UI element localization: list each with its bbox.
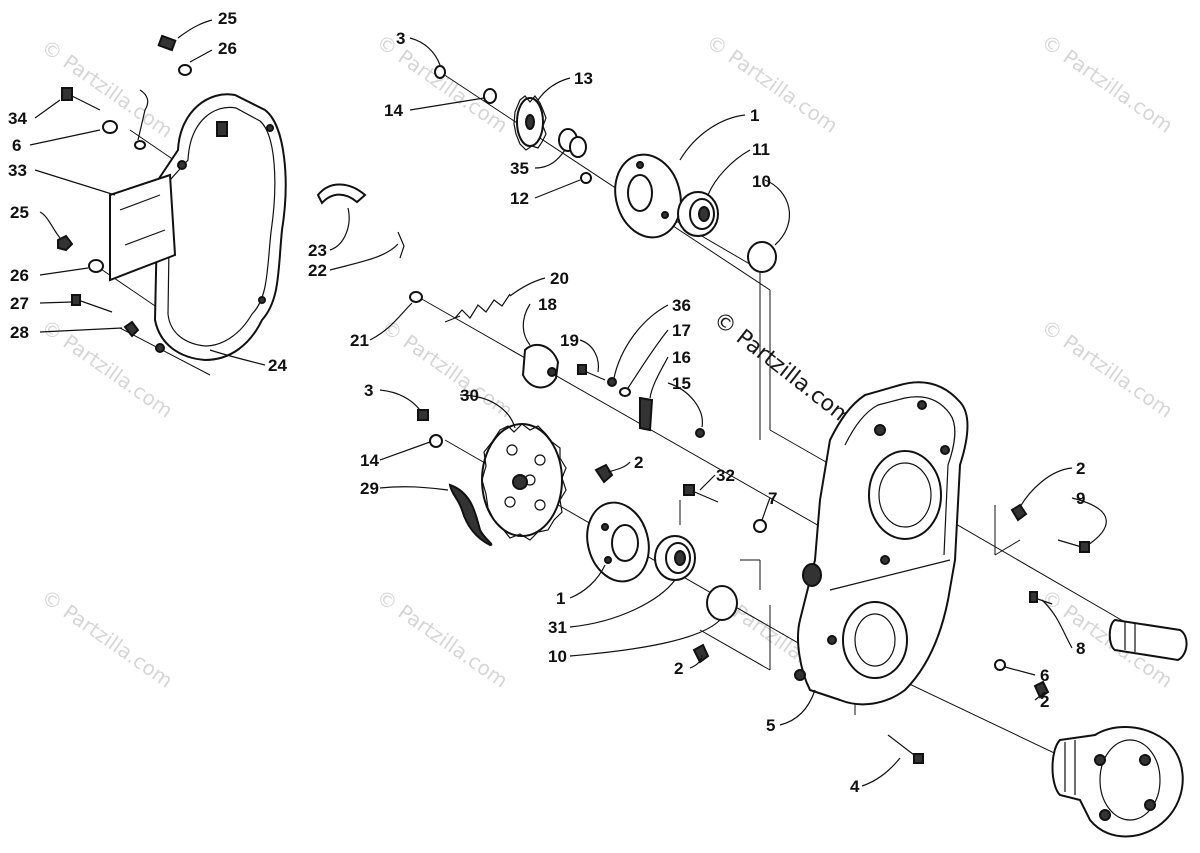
watermark: © Partzilla.com bbox=[377, 314, 517, 422]
nut-2b[interactable] bbox=[692, 643, 710, 664]
watermark: © Partzilla.com bbox=[1037, 29, 1177, 137]
callout-32: 32 bbox=[716, 466, 735, 485]
callout-2: 2 bbox=[1076, 459, 1085, 478]
right-hardware[interactable] bbox=[887, 503, 1090, 764]
callout-20: 20 bbox=[550, 269, 569, 288]
callout-36: 36 bbox=[672, 296, 691, 315]
watermark: © Partzilla.com bbox=[37, 584, 177, 692]
chain-tensioner-block[interactable] bbox=[521, 343, 560, 389]
callout-27: 27 bbox=[10, 294, 29, 313]
callout-18: 18 bbox=[538, 295, 557, 314]
callout-16: 16 bbox=[672, 348, 691, 367]
callout-9: 9 bbox=[1076, 489, 1085, 508]
lower-bolt-washer[interactable] bbox=[417, 409, 443, 448]
callout-2: 2 bbox=[1040, 692, 1049, 711]
callout-26: 26 bbox=[10, 266, 29, 285]
chain-case-cover[interactable] bbox=[153, 93, 287, 362]
callout-31: 31 bbox=[548, 618, 567, 637]
callout-29: 29 bbox=[360, 479, 379, 498]
callout-23: 23 bbox=[308, 241, 327, 260]
callout-6: 6 bbox=[1040, 666, 1049, 685]
callout-1: 1 bbox=[750, 106, 759, 125]
callout-5: 5 bbox=[766, 716, 775, 735]
callout-25: 25 bbox=[10, 203, 29, 222]
callout-28: 28 bbox=[10, 323, 29, 342]
dipstick[interactable] bbox=[137, 89, 149, 141]
upper-snap-ring[interactable] bbox=[747, 241, 777, 273]
callout-3: 3 bbox=[396, 29, 405, 48]
chain-case-housing[interactable] bbox=[794, 381, 969, 706]
callout-2: 2 bbox=[674, 659, 683, 678]
cover-gasket[interactable] bbox=[109, 173, 177, 282]
nut-2a[interactable] bbox=[594, 463, 614, 484]
washer-7[interactable] bbox=[753, 519, 767, 533]
callout-35: 35 bbox=[510, 159, 529, 178]
lower-sprocket[interactable] bbox=[481, 423, 567, 541]
callout-labels: 25 26 34 6 33 25 26 27 28 24 3 14 13 35 … bbox=[8, 9, 1085, 796]
callout-26: 26 bbox=[218, 39, 237, 58]
stud-32[interactable] bbox=[683, 484, 719, 503]
cotter-pin[interactable] bbox=[397, 231, 405, 259]
watermark: © Partzilla.com bbox=[1037, 314, 1177, 422]
callout-14: 14 bbox=[384, 101, 403, 120]
upper-bearing[interactable] bbox=[677, 191, 719, 237]
callout-12: 12 bbox=[510, 189, 529, 208]
tensioner-spring[interactable] bbox=[444, 293, 511, 323]
callout-14: 14 bbox=[360, 451, 379, 470]
tensioner-pad[interactable] bbox=[316, 183, 367, 205]
lower-snap-ring[interactable] bbox=[706, 585, 738, 621]
callout-3: 3 bbox=[364, 381, 373, 400]
driven-clutch-hub[interactable] bbox=[1051, 726, 1184, 838]
callout-21: 21 bbox=[350, 331, 369, 350]
watermark-center: © Partzilla.com bbox=[708, 307, 857, 431]
callout-25: 25 bbox=[218, 9, 237, 28]
callout-8: 8 bbox=[1076, 639, 1085, 658]
callout-1: 1 bbox=[556, 589, 565, 608]
callout-33: 33 bbox=[8, 161, 27, 180]
upper-output-shaft[interactable] bbox=[1108, 618, 1188, 662]
drive-chain[interactable] bbox=[448, 483, 493, 547]
tensioner-bolt[interactable] bbox=[577, 364, 631, 397]
callout-10: 10 bbox=[548, 647, 567, 666]
callout-7: 7 bbox=[768, 489, 777, 508]
callout-22: 22 bbox=[308, 261, 327, 280]
upper-washers[interactable] bbox=[434, 65, 592, 184]
tensioner-pin[interactable] bbox=[639, 396, 654, 432]
callout-6: 6 bbox=[12, 136, 21, 155]
upper-bearing-flange[interactable] bbox=[606, 147, 690, 245]
leader-lines bbox=[29, 19, 1107, 787]
callout-11: 11 bbox=[752, 140, 770, 159]
callout-34: 34 bbox=[8, 109, 27, 128]
callout-15: 15 bbox=[672, 374, 691, 393]
watermark: © Partzilla.com bbox=[372, 29, 512, 137]
callout-30: 30 bbox=[460, 386, 479, 405]
left-hardware[interactable] bbox=[57, 34, 192, 338]
callout-4: 4 bbox=[850, 777, 860, 796]
spring-washer[interactable] bbox=[409, 291, 423, 303]
watermark: © Partzilla.com bbox=[372, 584, 512, 692]
callout-24: 24 bbox=[268, 356, 287, 375]
callout-13: 13 bbox=[574, 69, 593, 88]
callout-17: 17 bbox=[672, 321, 691, 340]
upper-sprocket[interactable] bbox=[513, 95, 547, 151]
callout-10: 10 bbox=[752, 172, 771, 191]
callout-2: 2 bbox=[634, 453, 643, 472]
lower-bearing-flange[interactable] bbox=[579, 496, 658, 589]
lower-bearing[interactable] bbox=[654, 535, 696, 581]
callout-19: 19 bbox=[560, 331, 579, 350]
plug-15[interactable] bbox=[695, 428, 705, 438]
